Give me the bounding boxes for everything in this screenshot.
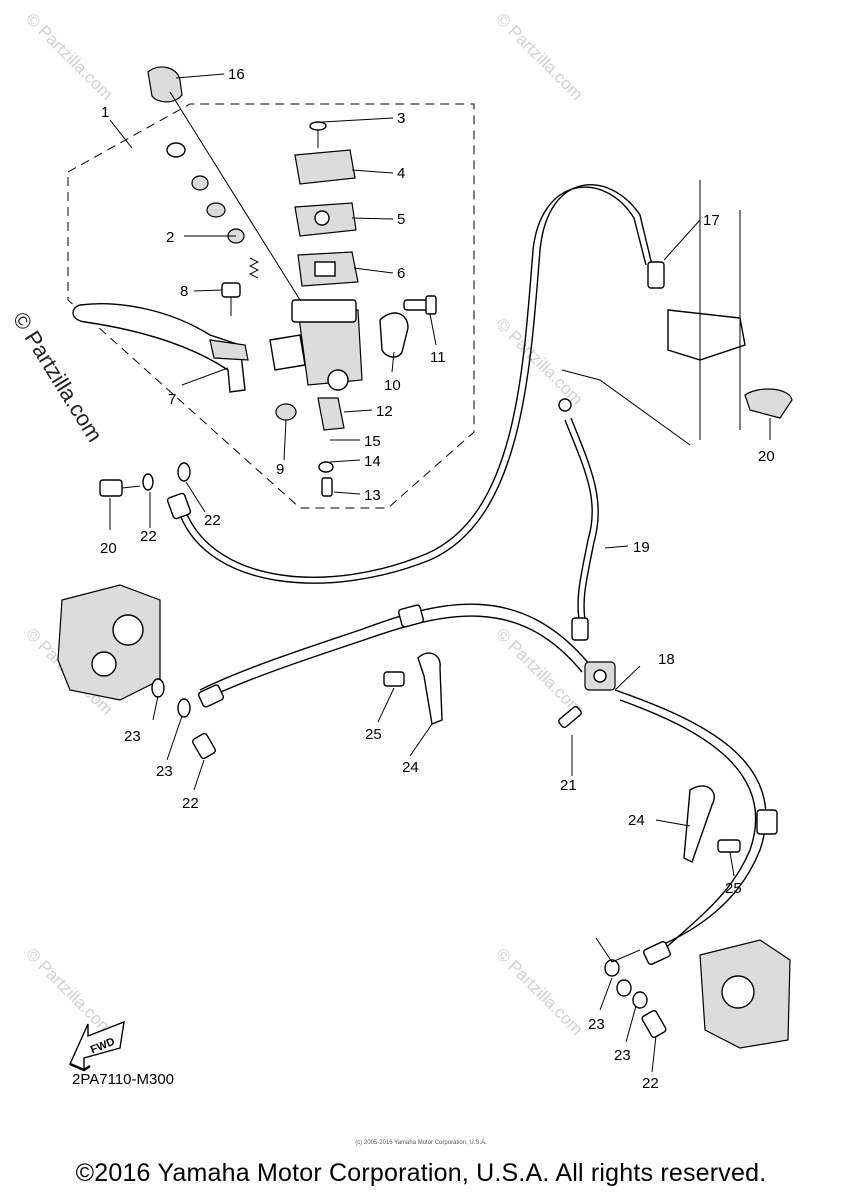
callout-12: 12 — [376, 403, 393, 420]
callout-10: 10 — [384, 377, 401, 394]
right-caliper — [595, 937, 791, 1049]
brake-hoses — [179, 184, 767, 959]
callout-21: 21 — [560, 777, 577, 794]
hose-fittings — [166, 261, 778, 966]
callout-23: 22 — [140, 528, 157, 545]
callout-25: 25 — [365, 726, 382, 743]
leader-lines — [109, 73, 771, 1073]
master-cylinder — [72, 66, 437, 497]
callout-24: 24 — [402, 759, 419, 776]
hose-guide-top — [561, 180, 793, 446]
assembly-boundary — [67, 103, 475, 509]
callout-24: 24 — [628, 812, 645, 829]
callout-4: 4 — [397, 165, 405, 182]
hose-joint — [584, 661, 616, 691]
callout-3: 3 — [397, 110, 405, 127]
left-caliper — [57, 584, 217, 760]
callout-2: 2 — [166, 229, 174, 246]
callout-8: 8 — [180, 283, 188, 300]
watermark: © Partzilla.com — [492, 9, 586, 103]
callout-9: 9 — [276, 461, 284, 478]
callout-7: 7 — [168, 391, 176, 408]
callout-1: 1 — [101, 104, 109, 121]
banjo-bolt-group-top — [99, 462, 191, 497]
watermark: © Partzilla.com — [22, 9, 116, 103]
callout-20: 20 — [758, 448, 775, 465]
callout-6: 6 — [397, 265, 405, 282]
callout-25: 25 — [725, 880, 742, 897]
fwd-arrow: FWD — [69, 1020, 125, 1072]
watermark: © Partzilla.com — [492, 944, 586, 1038]
callout-15: 15 — [364, 433, 381, 450]
callout-17: 17 — [703, 212, 720, 229]
callout-22: 20 — [100, 540, 117, 557]
callout-14: 14 — [364, 453, 381, 470]
callout-23: 23 — [124, 728, 141, 745]
watermark: © Partzilla.com — [492, 314, 586, 408]
watermark-side: © Partzilla.com — [8, 307, 108, 446]
clamps — [383, 652, 741, 863]
callout-23: 22 — [204, 512, 221, 529]
callout-18: 18 — [658, 651, 675, 668]
copyright-small: (c) 2005-2016 Yamaha Motor Corporation, … — [355, 1140, 487, 1146]
diagram-code: 2PA7110-M300 — [72, 1071, 175, 1088]
callout-22: 22 — [182, 795, 199, 812]
callout-23: 23 — [588, 1016, 605, 1033]
watermark: © Partzilla.com — [22, 944, 116, 1038]
callout-16: 16 — [228, 66, 245, 83]
callout-23: 23 — [156, 763, 173, 780]
callout-13: 13 — [364, 487, 381, 504]
callout-19: 19 — [633, 539, 650, 556]
callout-5: 5 — [397, 211, 405, 228]
callouts: 16 1 3 4 5 6 2 8 7 11 10 12 9 15 14 13 2… — [100, 66, 775, 1092]
callout-11: 11 — [430, 349, 446, 366]
callout-23: 23 — [614, 1047, 631, 1064]
callout-22: 22 — [642, 1075, 659, 1092]
copyright: ©2016 Yamaha Motor Corporation, U.S.A. A… — [75, 1159, 767, 1187]
